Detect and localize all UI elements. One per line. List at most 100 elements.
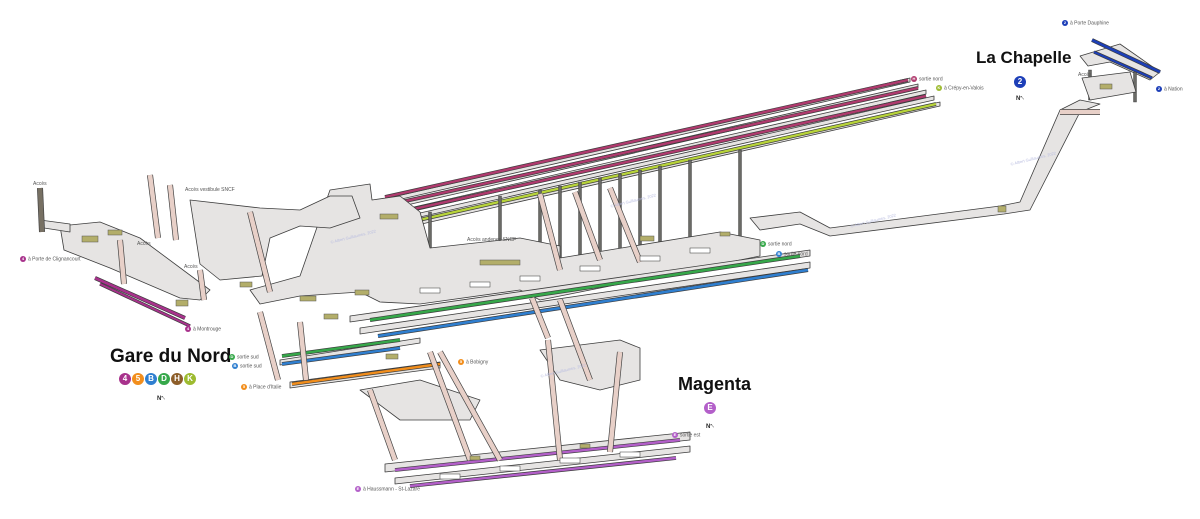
- north-arrow-magenta: N↑: [706, 420, 717, 431]
- escalator: [537, 193, 563, 271]
- sncf-red-dot-icon: H: [911, 76, 917, 82]
- stairs-block: [379, 213, 399, 220]
- escalator: [147, 174, 161, 239]
- line-badge-K: K: [184, 373, 196, 385]
- support-pillar: [688, 159, 692, 241]
- escalator: [297, 321, 309, 381]
- station-title-magenta: Magenta: [678, 374, 752, 394]
- line-4-track: [94, 276, 186, 320]
- line-badge-5: 5: [132, 373, 144, 385]
- stairs-block: [639, 235, 655, 242]
- line-badge-4: 4: [119, 373, 131, 385]
- line-D-dot-icon: D: [760, 241, 766, 247]
- line-5-track: [291, 362, 441, 386]
- line-badge-2: 2: [1014, 76, 1026, 88]
- north-arrow-gare-du-nord: N↑: [157, 392, 168, 403]
- floor-opening: [469, 281, 491, 288]
- station-title-la-chapelle: La Chapelle: [976, 48, 1072, 67]
- line-K-dot-icon: K: [936, 85, 942, 91]
- escalator: [529, 297, 551, 339]
- station-title-gare-du-nord: Gare du Nord: [110, 346, 232, 367]
- label-acces: Accès: [1078, 72, 1092, 78]
- rer-platform: [359, 261, 811, 335]
- rer-track-B: [377, 268, 809, 338]
- line-B-dot-icon: B: [232, 363, 238, 369]
- floor-opening: [639, 255, 661, 262]
- line-badge-H: H: [171, 373, 183, 385]
- stairs-block: [479, 259, 521, 266]
- sncf-platform: [397, 95, 935, 223]
- escalator: [367, 389, 398, 461]
- line-2-dot-icon: 2: [1156, 86, 1162, 92]
- stairs-block: [1099, 83, 1113, 90]
- line-2-dot-icon: 2: [1062, 20, 1068, 26]
- escalator: [607, 187, 643, 263]
- stairs-block: [175, 299, 189, 307]
- escalator: [427, 351, 473, 461]
- escalator: [607, 351, 623, 453]
- stairs-block: [323, 313, 339, 320]
- sncf-vestibule: [189, 195, 361, 281]
- label-acces-andenes-sncf: Accès andenes SNCF: [467, 237, 517, 243]
- escalator: [197, 269, 207, 301]
- stairs-block: [579, 443, 591, 449]
- floor-opening: [689, 247, 711, 254]
- line-E-dot-icon: E: [355, 486, 361, 492]
- line-badge-E: E: [704, 402, 716, 414]
- floor-opening: [419, 287, 441, 294]
- floor-opening: [439, 473, 461, 480]
- line-badge-B: B: [145, 373, 157, 385]
- sncf-track-red: [384, 78, 909, 199]
- escalator: [572, 191, 603, 261]
- label-acces: Accès: [137, 241, 151, 247]
- rer-track-D: [369, 254, 801, 322]
- escalator: [247, 211, 273, 293]
- escalator: [167, 184, 179, 241]
- stairs-block: [997, 205, 1007, 213]
- escalator: [545, 339, 563, 461]
- stairs-block: [719, 231, 731, 237]
- stairs-block: [107, 229, 123, 236]
- floor-opening: [559, 457, 581, 464]
- line-badge-D: D: [158, 373, 170, 385]
- line-5-dot-icon: 5: [241, 384, 247, 390]
- sncf-track-red: [399, 94, 927, 214]
- escalator: [117, 239, 127, 285]
- floor-opening: [519, 275, 541, 282]
- floor-opening: [499, 465, 521, 472]
- north-arrow-la-chapelle: N↑: [1016, 92, 1027, 103]
- sncf-track-green: [409, 102, 937, 224]
- line-B-dot-icon: B: [776, 251, 782, 257]
- line-D-dot-icon: D: [229, 354, 235, 360]
- line-2-track: [1091, 38, 1161, 74]
- sncf-track-red: [391, 86, 919, 206]
- access-shaft: [37, 187, 45, 233]
- stairs-block: [299, 295, 317, 302]
- label-acces: Accès: [33, 181, 47, 187]
- stairs-block: [354, 289, 370, 296]
- line-2-track: [1093, 51, 1153, 79]
- label-acces-vestibule-sncf: Accès vestibule SNCF: [185, 187, 235, 193]
- stairs-block: [81, 235, 99, 243]
- support-pillar: [738, 149, 742, 241]
- concourse-mezzanine: [249, 183, 761, 305]
- escalator: [257, 311, 281, 381]
- line-E-track: [409, 456, 677, 488]
- line-E-track: [394, 438, 681, 472]
- floor-opening: [579, 265, 601, 272]
- line-E-platform: [394, 445, 691, 485]
- line-4-dot-icon: 4: [185, 326, 191, 332]
